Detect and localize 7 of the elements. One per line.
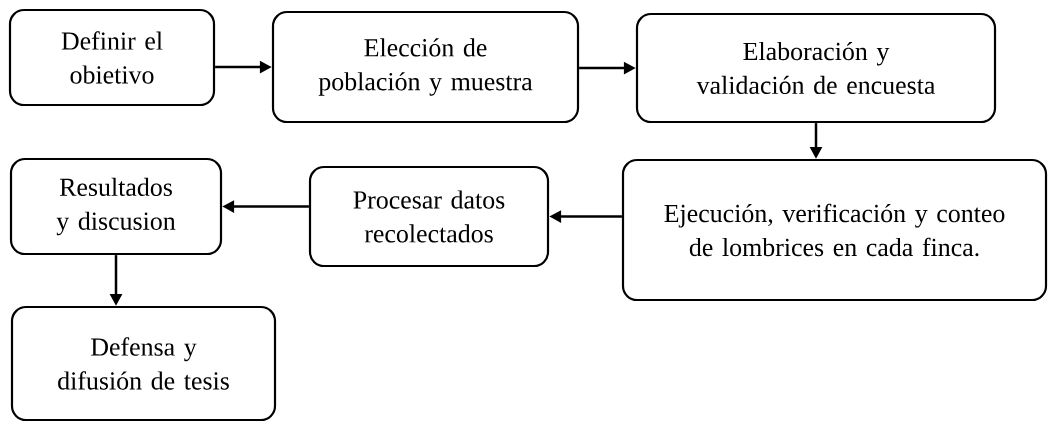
process-box: Elección de población y muestra xyxy=(271,10,580,124)
process-box: Ejecución, verificación y conteo de lombrices en cada finca. xyxy=(621,158,1048,302)
process-box: Resultados y discusion xyxy=(9,157,223,256)
process-box: Procesar datos recolectados xyxy=(308,165,550,268)
process-box: Elaboración y validación de encuesta xyxy=(635,12,997,124)
process-box: Defensa y difusión de tesis xyxy=(10,305,277,422)
process-box: Definir el obietivo xyxy=(8,8,216,107)
